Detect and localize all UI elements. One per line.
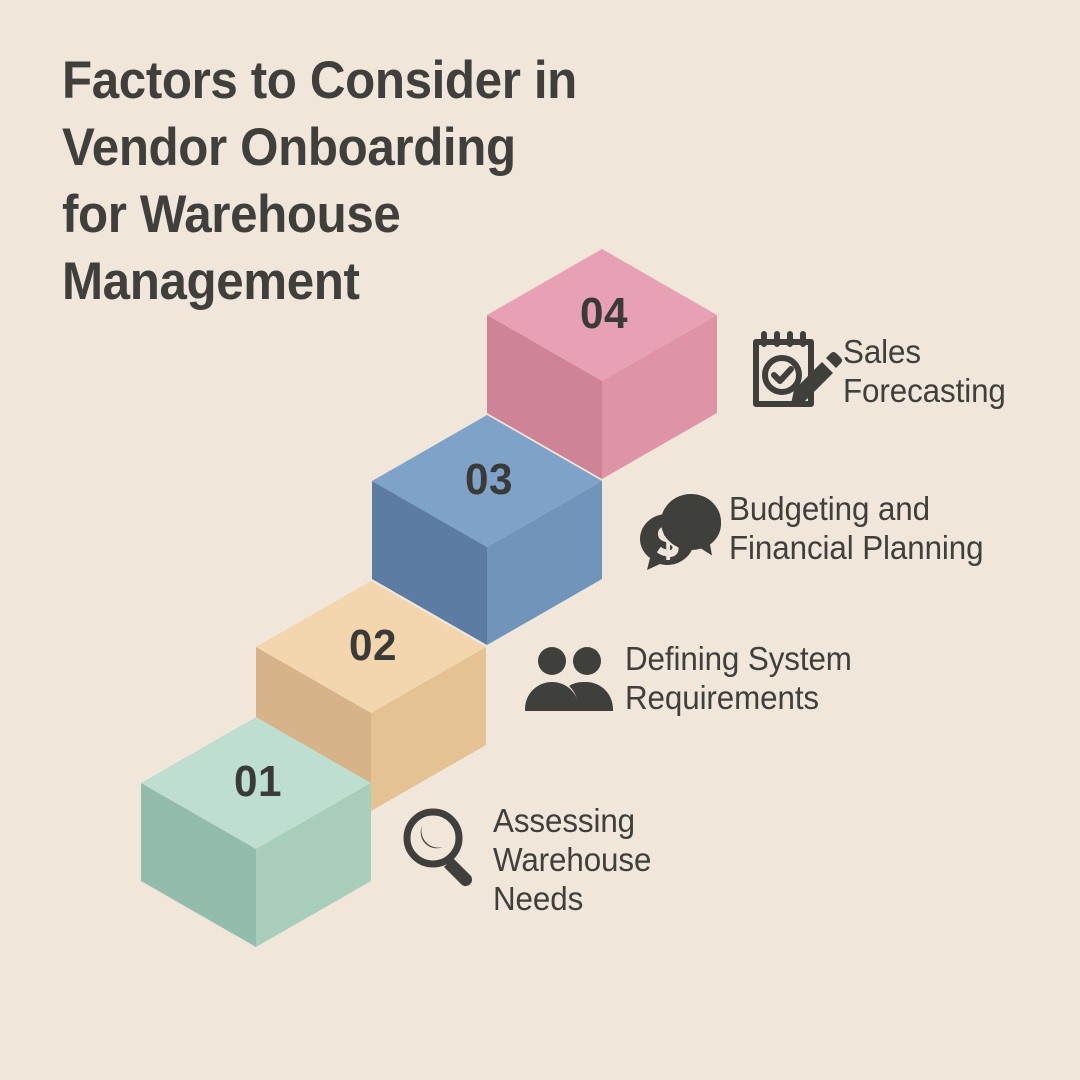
- notepad-pencil-icon: [750, 330, 842, 418]
- step-label-01: Assessing Warehouse Needs: [493, 802, 652, 917]
- step-number-01: 01: [233, 757, 282, 806]
- step-cube-01[interactable]: 01: [141, 717, 371, 947]
- step-cube-04[interactable]: 04: [487, 249, 717, 479]
- cube-03-left-face: [372, 481, 487, 645]
- cube-03-right-face: [487, 481, 602, 645]
- notepad-pencil-glyph: [753, 331, 842, 407]
- cube-02-right-face: [371, 647, 486, 811]
- cube-04-left-face: [487, 315, 602, 479]
- magnifying-glass-icon: [401, 806, 481, 887]
- step-label-03: Budgeting and Financial Planning: [729, 490, 984, 566]
- money-chat-icon: [637, 494, 722, 570]
- step-number-04: 04: [579, 289, 628, 338]
- cube-03-shape: [372, 415, 602, 645]
- page-title: Factors to Consider in Vendor Onboarding…: [62, 51, 577, 311]
- people-icon: [525, 647, 613, 711]
- step-number-02: 02: [348, 621, 397, 670]
- money-chat-glyph: [640, 494, 722, 570]
- people-glyph: [525, 647, 613, 711]
- step-label-04: Sales Forecasting: [843, 333, 1006, 409]
- cube-04-right-face: [602, 315, 717, 479]
- cube-01-right-face: [256, 783, 371, 947]
- step-cube-03[interactable]: 03: [372, 415, 602, 645]
- cube-04-shape: [487, 249, 717, 479]
- step-number-03: 03: [464, 455, 513, 504]
- step-label-02: Defining System Requirements: [625, 640, 852, 716]
- magnifying-glass-glyph: [403, 808, 473, 887]
- cube-01-left-face: [141, 783, 256, 947]
- cube-01-shape: [141, 717, 371, 947]
